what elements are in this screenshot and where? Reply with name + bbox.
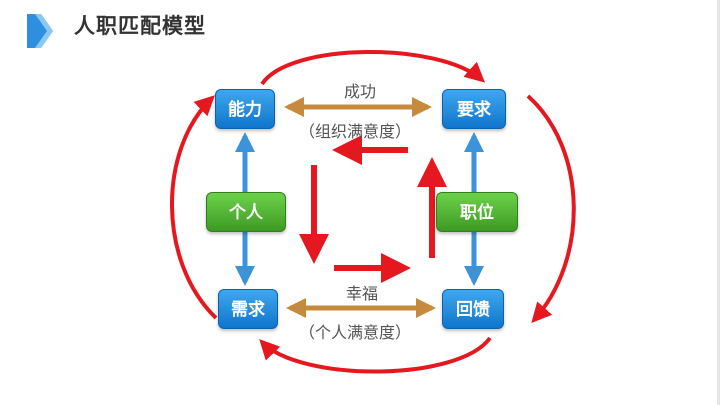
node-requirement: 要求 xyxy=(442,89,506,129)
outer-curve-arrow-left xyxy=(170,95,218,320)
node-individual: 个人 xyxy=(206,192,286,232)
outer-curve-arrow-right xyxy=(526,94,576,323)
node-ability: 能力 xyxy=(215,89,275,129)
header-logo-mark xyxy=(27,14,53,48)
node-reward: 回馈 xyxy=(442,289,504,329)
outer-curve-arrow-bottom xyxy=(259,336,492,374)
bottom-link-label: 幸福 xyxy=(345,284,378,303)
top-link-sublabel: （组织满意度） xyxy=(298,122,411,141)
node-position: 职位 xyxy=(436,192,518,232)
slide-edge-border xyxy=(717,0,720,405)
top-link-label: 成功 xyxy=(343,82,376,101)
outer-curve-arrow-top xyxy=(260,50,485,86)
bottom-link-sublabel: （个人满意度） xyxy=(298,323,411,342)
page-title: 人职匹配模型 xyxy=(74,14,206,38)
node-need: 需求 xyxy=(218,289,278,329)
